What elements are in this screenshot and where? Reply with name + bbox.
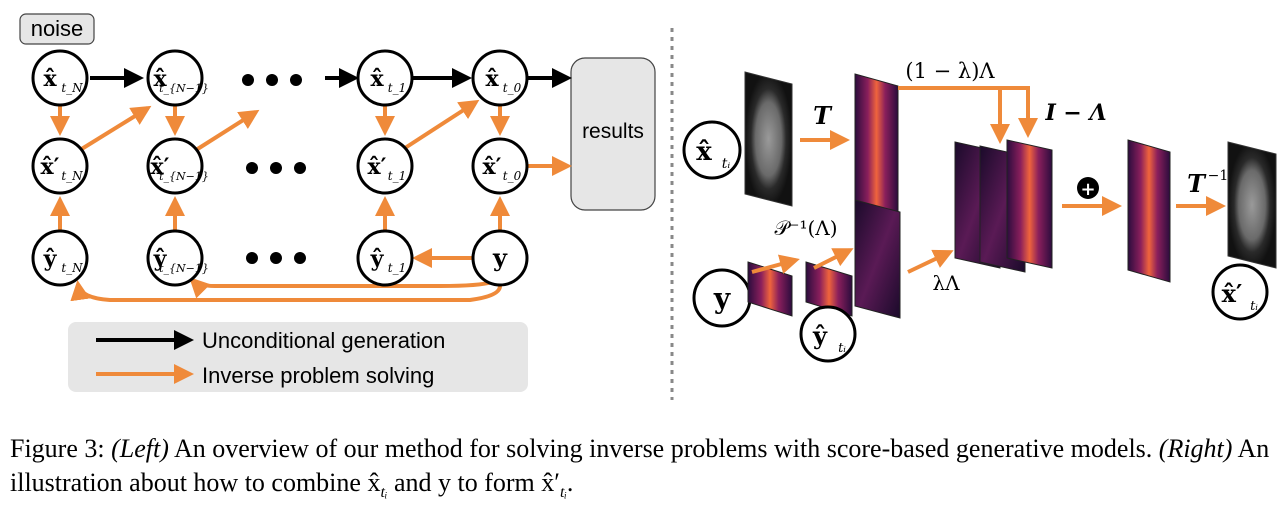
ellipsis-mid: [246, 162, 306, 174]
label-lambda-Lambda: λΛ: [932, 271, 960, 295]
svg-text:x̂′: x̂′: [41, 154, 60, 180]
arrow-yhat-to-proj: [813, 248, 854, 270]
caption-right-tag: (Right): [1158, 434, 1233, 463]
node-xprime-t0: x̂′ t_0: [471, 137, 529, 195]
label-T-inverse: T: [1187, 169, 1207, 198]
node-x-t0: x̂ t_0: [471, 49, 529, 107]
node-xprime-t1: x̂′ t_1: [356, 137, 414, 195]
node-yhat-ti: ŷ tᵢ: [799, 305, 857, 363]
svg-text:tᵢ: tᵢ: [1250, 299, 1258, 314]
node-xhat-ti: x̂ tᵢ: [682, 120, 742, 180]
svg-text:ŷ: ŷ: [812, 321, 828, 350]
svg-text:x̂: x̂: [153, 66, 167, 92]
results-label: results: [582, 120, 644, 143]
figure-caption: Figure 3: (Left) An overview of our meth…: [10, 432, 1272, 510]
svg-text:t_{N−1}: t_{N−1}: [159, 82, 209, 95]
svg-text:x̂′: x̂′: [151, 154, 170, 180]
node-xprime-tN-1: x̂′ t_{N−1}: [146, 137, 209, 195]
node-yhat-tN-1: ŷ t_{N−1}: [146, 229, 209, 287]
caption-prefix: Figure 3:: [10, 434, 112, 463]
node-xprime-tN: x̂′ t_N: [31, 137, 89, 195]
svg-text:t_N: t_N: [61, 169, 83, 183]
caption-part3: and y to form x̂′: [387, 468, 560, 497]
node-y: y: [471, 229, 529, 287]
svg-text:t_N: t_N: [61, 261, 83, 275]
noise-label: noise: [31, 16, 84, 41]
svg-text:x̂′: x̂′: [368, 154, 387, 180]
caption-left-tag: (Left): [111, 434, 169, 463]
svg-text:tᵢ: tᵢ: [722, 156, 731, 172]
ct-image-input: [744, 71, 793, 207]
noise-tag: noise: [19, 13, 95, 45]
node-xprime-ti: x̂′ tᵢ: [1211, 263, 1269, 321]
svg-text:t_1: t_1: [388, 81, 406, 95]
sinogram-y: [747, 261, 793, 317]
sinogram-yhat: [805, 261, 853, 317]
label-T-inverse-sup: −1: [1208, 168, 1229, 184]
svg-text:t_1: t_1: [388, 169, 406, 183]
node-x-tN-1: x̂ t_{N−1}: [146, 49, 209, 107]
arrow-one-minus-lambda: [898, 86, 1038, 138]
left-panel: noise results: [19, 13, 656, 392]
svg-text:x̂′: x̂′: [1222, 279, 1243, 308]
svg-text:x̂: x̂: [43, 66, 57, 92]
arrow-lambda-Lambda: [907, 249, 954, 274]
sinogram-combined: [1127, 139, 1171, 283]
ct-image-output: [1227, 141, 1277, 269]
svg-text:t_N: t_N: [61, 81, 83, 95]
ellipsis-top: [242, 74, 302, 86]
svg-text:ŷ: ŷ: [153, 246, 168, 272]
results-box: results: [570, 57, 656, 211]
node-x-t1: x̂ t_1: [356, 49, 414, 107]
node-x-tN: x̂ t_N: [31, 49, 89, 107]
figure-canvas: noise results: [19, 13, 1277, 400]
svg-text:x̂: x̂: [696, 137, 712, 167]
svg-text:+: +: [1080, 179, 1095, 200]
legend-unconditional-label: Unconditional generation: [202, 328, 445, 353]
svg-text:x̂: x̂: [370, 66, 384, 92]
svg-text:x̂: x̂: [485, 66, 499, 92]
right-panel: x̂ tᵢ T 𝒫⁻¹(Λ) (1 − λ)Λ I − Λ: [682, 59, 1277, 363]
svg-text:ŷ: ŷ: [370, 246, 385, 272]
svg-text:y: y: [713, 282, 731, 315]
label-one-minus-lambda: (1 − λ)Λ: [905, 59, 995, 83]
legend: Unconditional generation Inverse problem…: [68, 322, 528, 392]
plus-icon: +: [1077, 177, 1099, 200]
sinogram-projected: [854, 199, 901, 319]
node-y-right: y: [692, 268, 752, 328]
label-P-inverse: 𝒫⁻¹(Λ): [774, 216, 837, 240]
layer-stack: [954, 139, 1053, 273]
caption-part2: An illustration about how to combine x̂: [10, 434, 1270, 497]
label-T: T: [813, 101, 833, 130]
label-I-minus-Lambda: I − Λ: [1044, 100, 1106, 126]
svg-text:y: y: [492, 243, 508, 272]
svg-text:x̂′: x̂′: [483, 154, 502, 180]
ellipsis-bot: [246, 252, 306, 264]
node-yhat-t1: ŷ t_1: [356, 229, 414, 287]
svg-text:ŷ: ŷ: [43, 246, 58, 272]
svg-text:t_1: t_1: [388, 261, 406, 275]
caption-sub2: tᵢ: [559, 484, 567, 502]
inverse-arrows: [50, 99, 572, 302]
node-yhat-tN: ŷ t_N: [31, 229, 89, 287]
arrow-y-to-yhat: [751, 254, 800, 274]
svg-text:t_0: t_0: [503, 81, 522, 95]
svg-text:tᵢ: tᵢ: [838, 341, 846, 356]
caption-sub1: tᵢ: [380, 484, 388, 502]
legend-inverse-label: Inverse problem solving: [202, 363, 434, 388]
caption-part4: .: [566, 468, 574, 497]
caption-part1: An overview of our method for solving in…: [168, 434, 1159, 463]
svg-text:t_{N−1}: t_{N−1}: [159, 262, 209, 275]
svg-text:t_0: t_0: [503, 169, 522, 183]
svg-text:t_{N−1}: t_{N−1}: [159, 170, 209, 183]
